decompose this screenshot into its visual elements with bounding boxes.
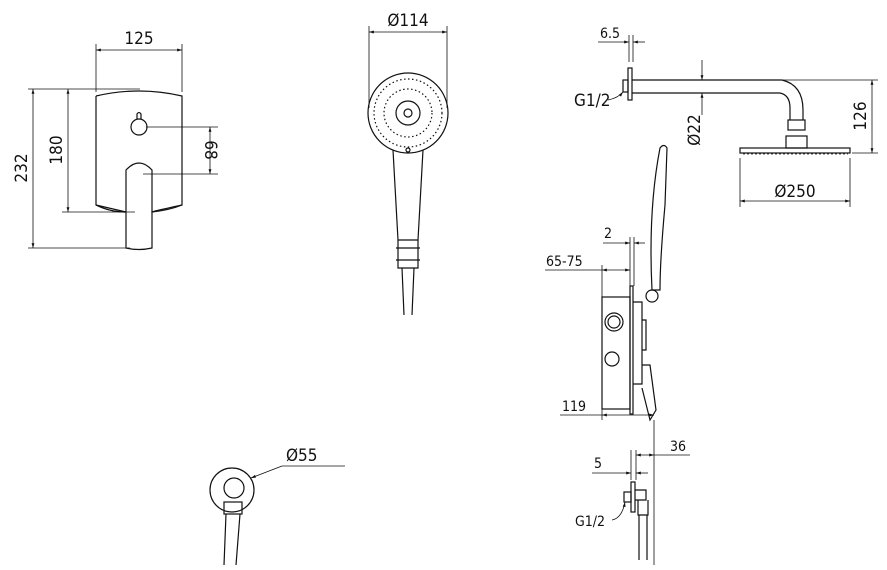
dim-head-diameter: Ø250 — [774, 182, 815, 202]
dim-arm-diameter: Ø22 — [685, 114, 705, 146]
thread-label-top: G1/2 — [574, 91, 610, 111]
mixer-handle — [125, 162, 153, 251]
dim-total-height: 232 — [12, 153, 32, 182]
dim-plate-height: 180 — [47, 135, 67, 164]
dim-outlet-projection: 36 — [670, 439, 686, 455]
dim-hand-shower-diameter: Ø114 — [387, 11, 428, 31]
dim-gap: 2 — [604, 226, 612, 242]
dim-outlet-offset: 5 — [594, 456, 602, 472]
dim-handle-offset: 68 — [200, 140, 220, 159]
dim-width: 125 — [124, 29, 153, 49]
overhead-shower-side: 6.5 G1/2 Ø22 126 Ø250 — [574, 26, 878, 207]
dim-wall-offset: 6.5 — [600, 26, 620, 42]
dim-depth-range: 65-75 — [546, 254, 583, 270]
dim-drop: 126 — [851, 101, 871, 130]
outlet-front-view: Ø55 — [209, 446, 345, 566]
mixer-front-view: 125 232 180 68 — [12, 29, 220, 251]
keyhole-icon — [130, 118, 148, 136]
dim-depth: 119 — [562, 399, 586, 415]
thread-label-bottom: G1/2 — [575, 514, 605, 530]
dim-outlet-diameter: Ø55 — [286, 446, 318, 466]
mixer-side-view: 2 65-75 119 — [545, 144, 668, 422]
outlet-side-view: 5 36 G1/2 — [575, 420, 690, 565]
hand-shower-side — [650, 144, 668, 291]
hand-shower-front: Ø114 — [367, 11, 449, 316]
